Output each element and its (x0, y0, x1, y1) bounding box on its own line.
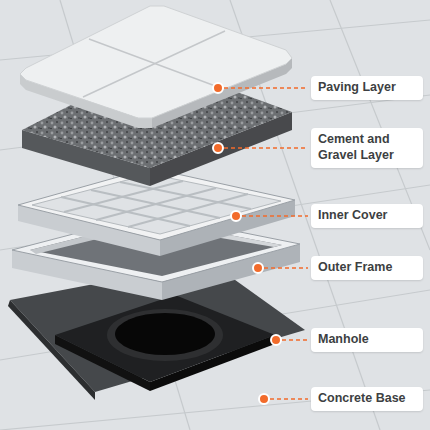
part-label: Cement and Gravel Layer (311, 128, 423, 167)
part-label: Manhole (311, 328, 423, 352)
manhole-plate (55, 295, 275, 382)
part-label: Concrete Base (311, 387, 423, 411)
part-label: Inner Cover (311, 204, 423, 228)
part-label: Outer Frame (311, 256, 423, 280)
part-label: Paving Layer (311, 76, 423, 100)
callout-dots (213, 83, 281, 404)
leader-lines (224, 88, 308, 399)
